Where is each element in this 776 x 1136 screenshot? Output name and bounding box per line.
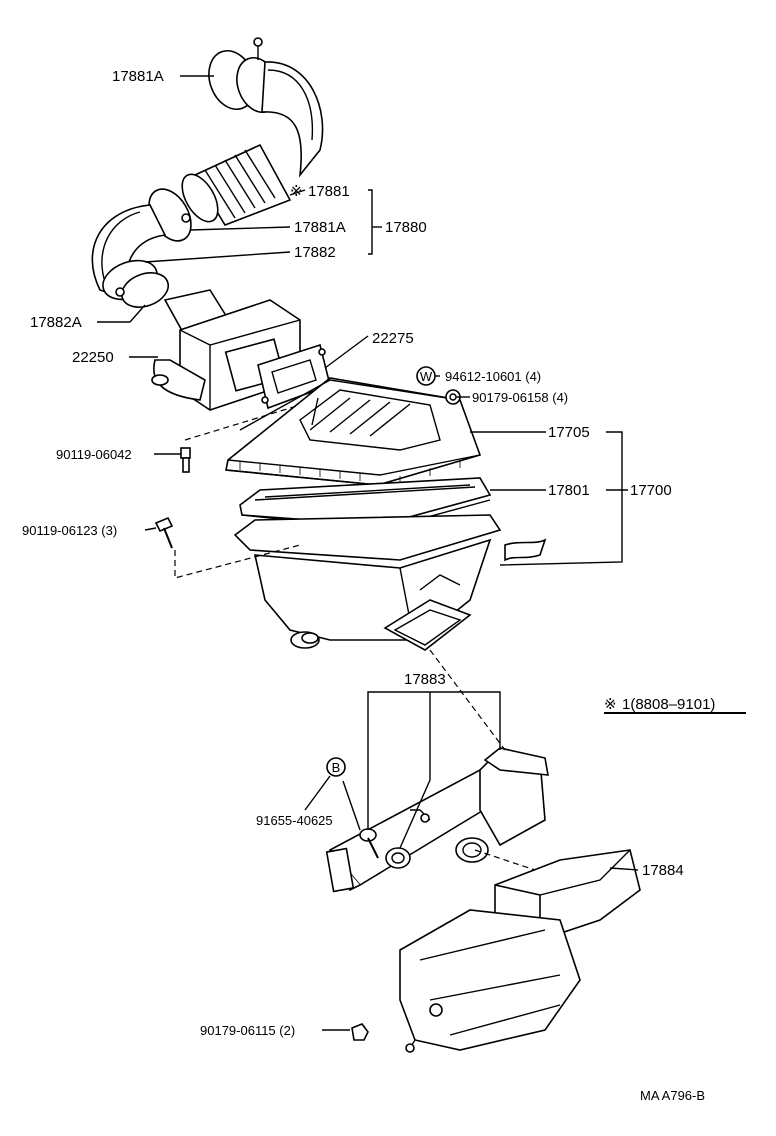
- footer-code: MA A796-B: [640, 1088, 705, 1103]
- label-17884: 17884: [642, 862, 684, 879]
- air-cleaner-case-drawing: [233, 514, 547, 651]
- label-17881: 17881: [308, 183, 350, 200]
- b-circle-symbol: [326, 757, 346, 777]
- label-17700: 17700: [630, 482, 672, 499]
- intake-hose-drawing: [91, 37, 324, 346]
- label-17705: 17705: [548, 424, 590, 441]
- label-17883: 17883: [404, 671, 446, 688]
- reference-lines: [174, 397, 536, 871]
- label-17881a-top: 17881A: [112, 68, 164, 85]
- label-90119-06123: 90119-06123 (3): [22, 523, 117, 538]
- resonator-drawing: [399, 849, 641, 1053]
- label-22250: 22250: [72, 349, 114, 366]
- b-circle-letter: B: [332, 760, 341, 775]
- air-cleaner-cap-drawing: [225, 377, 482, 486]
- label-90119-06042: 90119-06042: [56, 447, 132, 462]
- label-17881a-mid: 17881A: [294, 219, 346, 236]
- label-91655-40625: 91655-40625: [256, 813, 333, 828]
- label-22275: 22275: [372, 330, 414, 347]
- fasteners-drawing: [154, 389, 461, 1041]
- air-flow-meter-drawing: [151, 299, 331, 411]
- label-17882: 17882: [294, 244, 336, 261]
- label-17880: 17880: [385, 219, 427, 236]
- asterisk-mark-17881: ※: [290, 183, 303, 200]
- w-circle-letter: W: [420, 369, 433, 384]
- label-17801: 17801: [548, 482, 590, 499]
- inlet-duct-drawing: [325, 747, 549, 893]
- note-date-range: 1(8808–9101): [622, 696, 715, 713]
- note-asterisk-mark: ※: [604, 696, 617, 713]
- label-17882a: 17882A: [30, 314, 82, 331]
- label-90179-06115: 90179-06115 (2): [200, 1023, 295, 1038]
- label-90179-06158: 90179-06158 (4): [472, 390, 568, 405]
- w-circle-symbol: [416, 366, 436, 386]
- label-94612-10601: 94612-10601 (4): [445, 369, 541, 384]
